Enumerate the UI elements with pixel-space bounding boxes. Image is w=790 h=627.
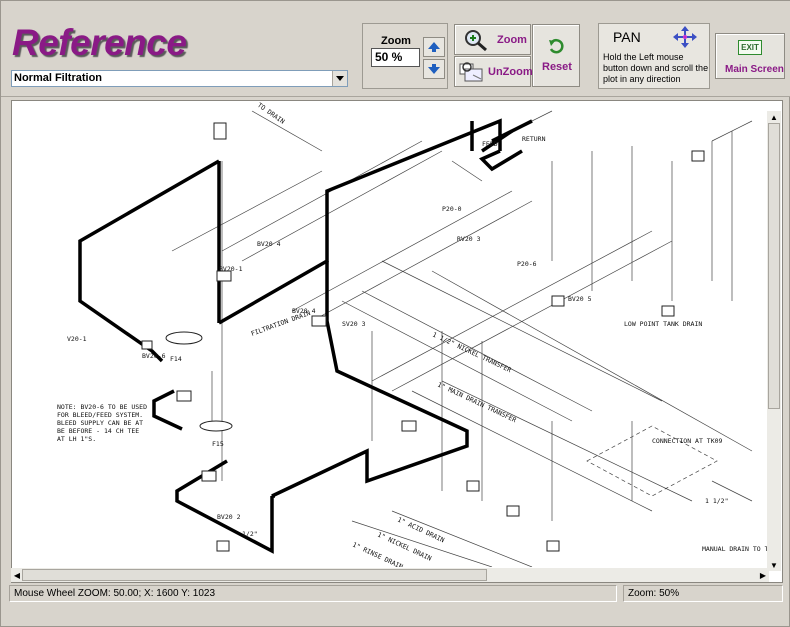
scroll-down-arrow-icon[interactable]: ▼ — [770, 560, 778, 570]
drawing-label-connection: CONNECTION AT TK09 — [652, 437, 723, 445]
reset-button-label: Reset — [542, 61, 572, 73]
drawing-label-bv20-4: BV20 4 — [257, 240, 281, 248]
scroll-right-arrow-icon[interactable]: ▶ — [759, 570, 767, 580]
horizontal-scrollbar[interactable]: ◀ ▶ — [11, 568, 769, 582]
drawing-label-bv20-1: BV20-1 — [219, 265, 243, 273]
drawing-label-v20-1: V20-1 — [67, 335, 87, 343]
pan-instructions: Hold the Left mouse button down and scro… — [603, 52, 709, 84]
main-screen-button[interactable]: EXIT Main Screen — [715, 33, 785, 79]
note-line-3: BLEED SUPPLY CAN BE AT — [57, 419, 143, 427]
drawing-label-f14: F14 — [170, 355, 182, 363]
pipe-runs — [78, 118, 533, 554]
drawing-label-bv20-4b: BV20 4 — [292, 307, 316, 315]
drawing-label-bv20-6: BV20-6 — [142, 352, 166, 360]
drawing-label-low-point-drain: LOW POINT TANK DRAIN — [624, 320, 702, 328]
drawing-label-bv20-2: BV20 2 — [217, 513, 241, 521]
drawing-label-filtration-drain: FILTRATION DRAIN — [250, 309, 312, 338]
drawing-label-rv20-3: RV20 3 — [457, 235, 481, 243]
app-title: Reference — [12, 22, 187, 63]
drawing-label-return: RETURN — [522, 135, 546, 143]
note-line-2: FOR BLEED/FEED SYSTEM. — [57, 411, 143, 419]
note-line-4: BE BEFORE - 14 CH TEE — [57, 427, 139, 435]
connection-box — [586, 425, 718, 497]
vertical-scroll-thumb[interactable] — [768, 123, 780, 409]
piping-drawing-viewport[interactable]: F14 F15 BV20-1 BV20 2 BV20 4 BV20 4 SV20… — [11, 100, 783, 583]
reset-icon — [549, 38, 564, 54]
scroll-left-arrow-icon[interactable]: ◀ — [13, 570, 21, 580]
unzoom-button[interactable]: UnZoom — [454, 56, 533, 87]
equipment-symbols — [141, 122, 705, 552]
drawing-label-manual-drain: MANUAL DRAIN TO TRANSFER HEADER — [702, 545, 768, 553]
arrow-up-icon — [428, 42, 440, 52]
drawing-label-sv20-3: SV20 3 — [342, 320, 366, 328]
chevron-down-icon[interactable] — [332, 71, 347, 86]
drawing-label-p20-6: P20-6 — [517, 260, 537, 268]
exit-icon: EXIT — [738, 40, 762, 55]
unzoom-icon — [459, 62, 483, 82]
scroll-up-arrow-icon[interactable]: ▲ — [770, 112, 778, 122]
drawing-label-p20-0: P20-0 — [442, 205, 462, 213]
arrow-down-icon — [428, 64, 440, 74]
drawing-label-one-half-inch: 1 1/2" — [705, 497, 728, 505]
zoom-button[interactable]: Zoom — [454, 24, 531, 55]
zoom-panel: Zoom 50 % — [362, 23, 448, 89]
drawing-label-acid-drain: 1" ACID DRAIN — [396, 516, 446, 545]
zoom-input[interactable]: 50 % — [371, 48, 420, 67]
zoom-label: Zoom — [381, 35, 411, 47]
exit-badge-text: EXIT — [741, 43, 759, 52]
pan-title: PAN — [613, 29, 641, 45]
note-line-1: NOTE: BV20-6 TO BE USED — [57, 403, 147, 411]
zoom-down-button[interactable] — [423, 59, 445, 79]
main-screen-label: Main Screen — [725, 64, 784, 75]
zoom-up-button[interactable] — [423, 37, 445, 57]
view-selector[interactable]: Normal Filtration — [11, 70, 348, 87]
background-thin-lines — [171, 110, 753, 567]
drawing-label-bv20-5: BV20 5 — [568, 295, 592, 303]
zoom-button-label: Zoom — [497, 34, 527, 46]
vertical-scrollbar[interactable]: ▲ ▼ — [767, 111, 781, 571]
drawing-label-main-drain: 1" MAIN DRAIN TRANSFER — [436, 381, 517, 425]
pan-panel: PAN Hold the Left mouse button down and … — [598, 23, 710, 89]
note-line-5: AT LH 1"S. — [57, 435, 96, 443]
drawing-label-half-inch: 1/2" — [242, 530, 258, 538]
pan-arrows-icon[interactable] — [673, 26, 697, 48]
magnifier-icon — [465, 30, 487, 52]
header: Reference Normal Filtration Zoom 50 % — [1, 1, 790, 97]
status-zoom: Zoom: 50% — [623, 585, 783, 602]
drawing-label-nickel-transfer: 1 1/2" NICKEL TRANSFER — [431, 331, 512, 375]
status-readout: Mouse Wheel ZOOM: 50.00; X: 1600 Y: 1023 — [9, 585, 617, 602]
drawing-label-feed: FEED — [482, 140, 498, 148]
piping-isometric-drawing[interactable]: F14 F15 BV20-1 BV20 2 BV20 4 BV20 4 SV20… — [12, 101, 768, 567]
view-selector-value: Normal Filtration — [14, 72, 103, 84]
reset-button[interactable]: Reset — [532, 24, 580, 87]
unzoom-button-label: UnZoom — [488, 66, 533, 78]
drawing-label-f15: F15 — [212, 440, 224, 448]
horizontal-scroll-thumb[interactable] — [22, 569, 487, 581]
